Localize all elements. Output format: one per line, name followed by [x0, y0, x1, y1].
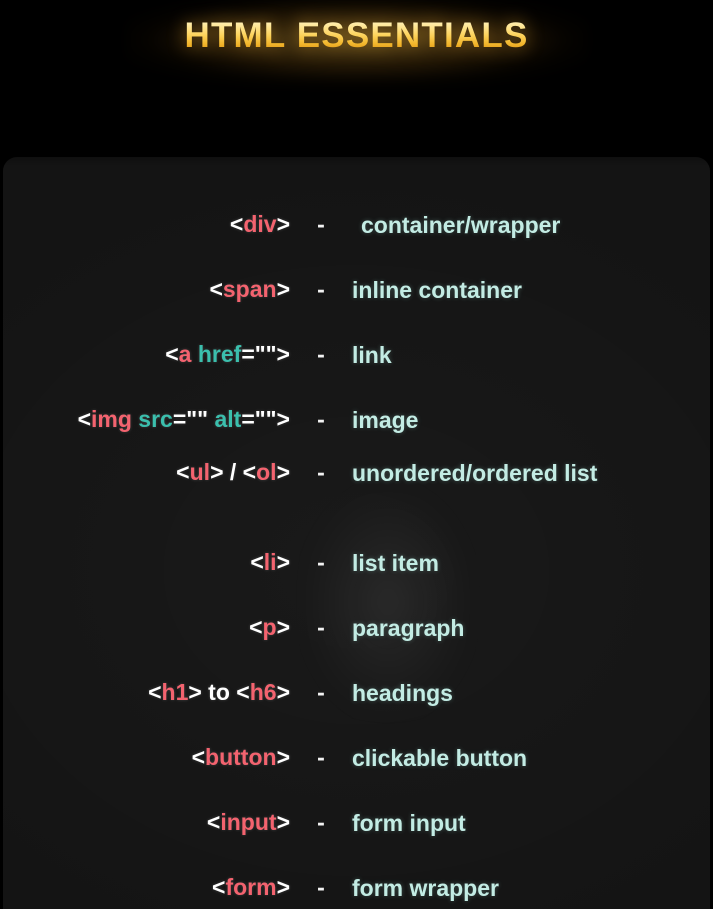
tag-cell: <img src="" alt=""> — [3, 404, 290, 434]
tag-part-bracket: > / < — [210, 459, 257, 485]
tag-part-tag-name: input — [220, 809, 277, 835]
tag-part-bracket: < — [249, 614, 263, 640]
table-row: <ul> / <ol> - unordered/ordered list — [3, 457, 710, 490]
tag-part-bracket: < — [250, 549, 264, 575]
tag-cell: <ul> / <ol> — [3, 457, 290, 487]
tag-cell: <form> — [3, 872, 290, 902]
tag-part-bracket: < — [229, 211, 244, 237]
tag-part-bracket: < — [176, 459, 190, 485]
row-separator: - — [317, 744, 325, 770]
description-cell: clickable button — [352, 745, 528, 771]
table-row: <span> - inline container — [3, 274, 710, 307]
tag-cell: <div> — [3, 209, 290, 239]
row-separator: - — [317, 211, 325, 237]
tag-part-bracket: < — [206, 809, 221, 835]
description-cell: image — [352, 407, 419, 433]
tag-part-bracket: < — [77, 406, 91, 432]
tag-part-bracket: > — [276, 211, 290, 237]
description-cell: form input — [352, 810, 466, 836]
card-vignette — [3, 157, 710, 909]
table-row: <button> - clickable button — [3, 742, 710, 775]
tag-part-bracket: > — [276, 614, 290, 640]
tag-part-tag-name: button — [205, 744, 277, 770]
tag-part-tag-name: p — [262, 614, 277, 640]
tag-part-bracket: > — [276, 679, 290, 705]
tag-part-bracket: < — [191, 744, 206, 770]
tag-part-bracket: > — [276, 549, 290, 575]
tag-part-bracket: > — [276, 809, 290, 835]
tag-part-tag-name: h1 — [161, 679, 189, 705]
tag-part-attribute: src — [138, 406, 173, 432]
tag-part-attribute: href — [197, 341, 242, 367]
description-cell: inline container — [352, 277, 522, 303]
tag-part-tag-name: form — [225, 874, 277, 900]
row-separator: - — [317, 614, 325, 640]
description-cell: unordered/ordered list — [352, 460, 598, 486]
page-title: HTML ESSENTIALS — [0, 16, 713, 56]
row-separator: - — [317, 679, 325, 705]
tag-part-bracket: > — [276, 459, 290, 485]
table-row: <h1> to <h6> - headings — [3, 677, 710, 710]
tag-part-tag-name: span — [222, 276, 277, 302]
tag-part-bracket: < — [165, 341, 179, 367]
tag-part-attribute: alt — [214, 406, 242, 432]
tag-part-bracket: > to < — [188, 679, 250, 705]
tag-part-tag-name: img — [91, 406, 132, 432]
tag-cell: <h1> to <h6> — [3, 677, 290, 707]
row-separator: - — [317, 809, 325, 835]
tag-part-bracket: > — [276, 744, 290, 770]
description-cell: list item — [352, 550, 439, 576]
table-row: <li> - list item — [3, 547, 710, 580]
tag-part-tag-name: ol — [256, 459, 277, 485]
tag-part-tag-name: div — [243, 211, 277, 237]
title-area: HTML ESSENTIALS HTML ESSENTIALS — [0, 0, 713, 157]
description-cell: link — [352, 342, 392, 368]
table-row: <div> - container/wrapper — [3, 209, 710, 242]
tag-cell: <input> — [3, 807, 290, 837]
row-separator: - — [317, 276, 325, 302]
tag-cell: <li> — [3, 547, 290, 577]
row-separator: - — [317, 459, 325, 485]
table-row: <p> - paragraph — [3, 612, 710, 645]
tag-part-bracket: < — [212, 874, 226, 900]
tag-part-tag-name: a — [178, 341, 192, 367]
row-separator: - — [317, 874, 325, 900]
tag-part-tag-name: li — [263, 549, 277, 575]
row-separator: - — [317, 406, 325, 432]
tag-part-bracket: > — [276, 874, 290, 900]
tag-cell: <span> — [3, 274, 290, 304]
tag-part-tag-name: ul — [189, 459, 211, 485]
table-row: <img src="" alt=""> - image — [3, 404, 710, 437]
description-cell: form wrapper — [352, 875, 499, 901]
tag-part-tag-name: h6 — [249, 679, 277, 705]
description-cell: container/wrapper — [361, 212, 561, 238]
row-separator: - — [317, 341, 325, 367]
description-cell: headings — [352, 680, 453, 706]
tag-part-bracket: > — [276, 276, 290, 302]
tag-part-bracket: =""> — [241, 406, 290, 432]
tag-cell: <button> — [3, 742, 290, 772]
tag-part-bracket: =""> — [241, 341, 290, 367]
table-row: <a href=""> - link — [3, 339, 710, 372]
tag-cell: <a href=""> — [3, 339, 290, 369]
reference-card: <div>-container/wrapper<span>-inline con… — [3, 157, 710, 909]
tag-part-bracket: < — [209, 276, 223, 302]
tag-part-bracket: ="" — [172, 406, 215, 432]
tag-cell: <p> — [3, 612, 290, 642]
table-row: <form> - form wrapper — [3, 872, 710, 905]
description-cell: paragraph — [352, 615, 465, 641]
table-row: <input> - form input — [3, 807, 710, 840]
tag-part-bracket: < — [148, 679, 162, 705]
row-separator: - — [317, 549, 325, 575]
